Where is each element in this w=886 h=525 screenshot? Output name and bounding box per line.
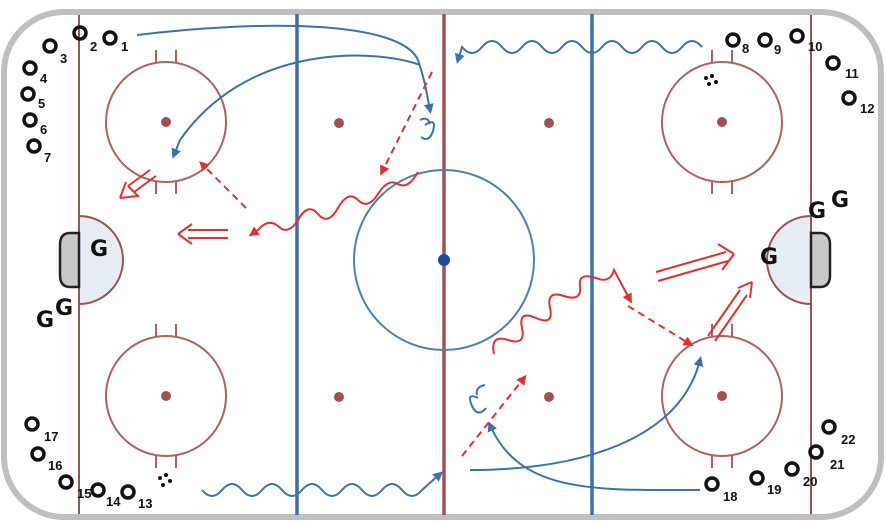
goalie-right-extra-2: G <box>831 188 849 213</box>
player-label: 14 <box>106 494 121 509</box>
puck-pile-bottom-left <box>158 473 172 487</box>
center-circle <box>353 169 535 351</box>
blue-curl-bottom <box>469 384 487 414</box>
player-19 <box>749 470 765 486</box>
center-faceoff-dot <box>438 254 450 266</box>
player-label: 15 <box>77 486 91 501</box>
red-dashed-pass-2 <box>199 161 247 209</box>
left-crease <box>78 214 124 306</box>
blue-skate-path-bottom <box>487 421 701 492</box>
player-label: 16 <box>48 458 62 473</box>
goalie-right-net: G <box>760 245 778 270</box>
red-wavy-upper <box>248 171 419 237</box>
player-label: 8 <box>742 41 749 56</box>
goalie-right-extra-1: G <box>808 199 826 224</box>
player-7 <box>26 138 42 154</box>
faceoff-circle-top-right <box>661 50 783 194</box>
player-14 <box>90 482 106 498</box>
player-label: 3 <box>60 51 67 66</box>
red-wavy-lower <box>492 267 632 355</box>
red-dashed-pass-1 <box>380 71 433 176</box>
player-label: 10 <box>808 39 822 54</box>
red-shot-arrow-top-left <box>119 169 157 199</box>
player-label: 20 <box>803 474 817 489</box>
right-crease <box>766 214 812 306</box>
player-22 <box>821 419 837 435</box>
player-8 <box>725 32 741 48</box>
blue-skate-path-top-loop <box>171 54 421 159</box>
player-15 <box>58 474 74 490</box>
player-18 <box>704 476 720 492</box>
neutral-dot-bottom-right <box>544 392 554 402</box>
left-net <box>58 231 81 289</box>
player-2 <box>72 25 88 41</box>
player-12 <box>841 90 857 106</box>
player-label: 11 <box>845 66 859 81</box>
blue-wavy-top <box>454 40 703 64</box>
player-20 <box>784 461 800 477</box>
neutral-dot-top-right <box>544 118 554 128</box>
player-label: 4 <box>40 71 48 86</box>
player-3 <box>42 38 58 54</box>
player-16 <box>30 446 46 462</box>
blue-wavy-bottom <box>201 471 443 497</box>
red-dashed-pass-3 <box>461 374 527 457</box>
player-5 <box>20 86 36 102</box>
red-shot-arrow-left <box>177 223 228 245</box>
blue-skate-path-bottom-2 <box>469 356 704 471</box>
player-label: 13 <box>138 496 152 511</box>
player-label: 17 <box>44 429 58 444</box>
faceoff-circle-bottom-left <box>105 324 227 468</box>
neutral-dot-top-left <box>334 118 344 128</box>
faceoff-circle-bottom-right <box>661 324 783 468</box>
player-label: 22 <box>841 432 855 447</box>
player-label: 21 <box>830 457 844 472</box>
player-label: 12 <box>860 101 874 116</box>
player-4 <box>22 60 38 76</box>
puck-pile-top-right <box>704 74 718 86</box>
goalie-left-extra-2: G <box>55 296 73 321</box>
player-17 <box>24 416 40 432</box>
player-13 <box>120 484 136 500</box>
player-11 <box>825 55 841 71</box>
goalie-left-net: G <box>90 237 108 262</box>
player-label: 2 <box>90 39 97 54</box>
player-label: 7 <box>44 150 51 165</box>
red-dashed-pass-4 <box>627 305 694 347</box>
player-6 <box>22 112 38 128</box>
player-1 <box>102 30 118 46</box>
faceoff-circle-top-left <box>105 50 227 194</box>
blue-curl-top <box>419 117 435 140</box>
red-shot-arrow-right <box>655 243 735 282</box>
player-10 <box>789 28 805 44</box>
goalie-left-extra-1: G <box>36 308 54 333</box>
player-label: 18 <box>723 489 737 504</box>
players <box>20 25 857 500</box>
player-label: 6 <box>40 122 47 137</box>
red-shot-arrow-bottom-right <box>707 281 753 342</box>
player-label: 5 <box>38 96 45 111</box>
player-label: 19 <box>767 482 781 497</box>
neutral-dot-bottom-left <box>334 392 344 402</box>
player-label: 9 <box>774 42 781 57</box>
player-21 <box>808 444 824 460</box>
right-net <box>809 231 832 289</box>
player-label: 1 <box>121 39 128 54</box>
player-9 <box>757 32 773 48</box>
